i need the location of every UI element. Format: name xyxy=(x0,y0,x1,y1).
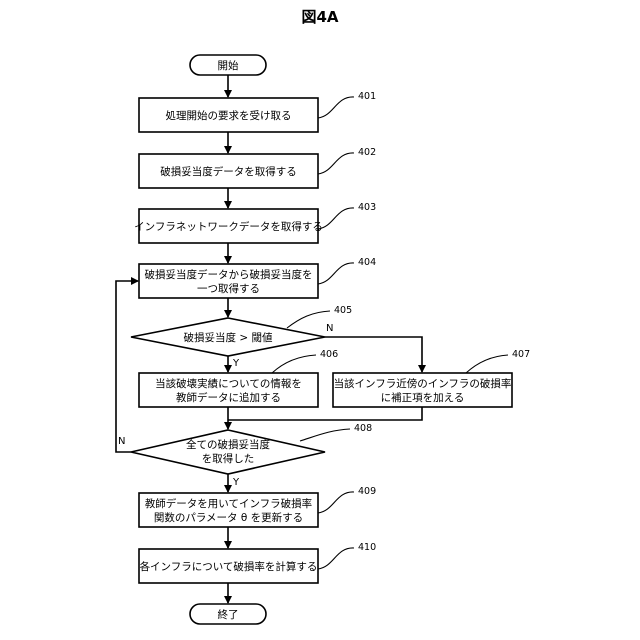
arrow-407-merge xyxy=(228,407,422,420)
leader-405 xyxy=(287,311,330,328)
step-403: インフラネットワークデータを取得する xyxy=(134,209,323,243)
ref-402: 402 xyxy=(358,147,376,158)
step-407: 当該インフラ近傍のインフラの破損率 に補正項を加える xyxy=(333,373,512,407)
step-409: 教師データを用いてインフラ破損率 関数のパラメータ θ を更新する xyxy=(139,493,318,527)
decision-408: 全ての破損妥当度 を取得した xyxy=(131,430,325,474)
step-401-text: 処理開始の要求を受け取る xyxy=(166,109,292,122)
ref-407: 407 xyxy=(512,349,530,360)
ref-401: 401 xyxy=(358,91,376,102)
step-407-text-line1: 当該インフラ近傍のインフラの破損率 xyxy=(334,377,512,390)
decision-408-yes-label: Y xyxy=(232,477,240,488)
step-404-text-line1: 破損妥当度データから破損妥当度を xyxy=(145,268,313,281)
arrow-405-407-no xyxy=(325,337,422,372)
arrow-408-404-loop-no xyxy=(116,281,138,452)
leader-403 xyxy=(318,208,354,229)
ref-409: 409 xyxy=(358,486,376,497)
decision-408-text-line1: 全ての破損妥当度 xyxy=(186,438,270,451)
step-404: 破損妥当度データから破損妥当度を 一つ取得する xyxy=(139,264,318,298)
ref-403: 403 xyxy=(358,202,376,213)
figure-title: 図4A xyxy=(301,8,338,26)
step-406-text-line1: 当該破壊実績についての情報を xyxy=(155,377,302,390)
step-410-text: 各インフラについて破損率を計算する xyxy=(140,560,318,573)
decision-408-no-label: N xyxy=(118,436,125,447)
step-402-text: 破損妥当度データを取得する xyxy=(160,165,297,178)
leader-408 xyxy=(300,429,350,441)
decision-405-yes-label: Y xyxy=(232,358,240,369)
ref-406: 406 xyxy=(320,349,338,360)
leader-409 xyxy=(318,492,354,513)
decision-408-text-line2: を取得した xyxy=(202,453,255,465)
step-409-text-line2: 関数のパラメータ θ を更新する xyxy=(154,511,303,524)
step-403-text: インフラネットワークデータを取得する xyxy=(134,220,323,233)
end-terminator: 終了 xyxy=(190,604,266,624)
step-402: 破損妥当度データを取得する xyxy=(139,154,318,188)
ref-408: 408 xyxy=(354,423,372,434)
decision-405: 破損妥当度 > 閾値 xyxy=(131,318,325,356)
step-407-text-line2: に補正項を加える xyxy=(381,391,465,404)
leader-410 xyxy=(318,548,354,569)
ref-404: 404 xyxy=(358,257,376,268)
leader-402 xyxy=(318,153,354,174)
leader-407 xyxy=(466,355,508,373)
step-406: 当該破壊実績についての情報を 教師データに追加する xyxy=(139,373,318,407)
ref-405: 405 xyxy=(334,305,352,316)
start-label: 開始 xyxy=(218,59,239,72)
leader-401 xyxy=(318,97,354,118)
decision-405-text: 破損妥当度 > 閾値 xyxy=(184,331,273,344)
leader-406 xyxy=(272,355,316,373)
ref-410: 410 xyxy=(358,542,376,553)
step-409-text-line1: 教師データを用いてインフラ破損率 xyxy=(145,497,312,510)
leader-404 xyxy=(318,263,354,284)
start-terminator: 開始 xyxy=(190,55,266,75)
decision-405-no-label: N xyxy=(326,323,333,334)
step-404-text-line2: 一つ取得する xyxy=(197,283,260,295)
step-406-text-line2: 教師データに追加する xyxy=(176,391,281,404)
end-label: 終了 xyxy=(218,608,239,621)
step-410: 各インフラについて破損率を計算する xyxy=(139,549,318,583)
step-401: 処理開始の要求を受け取る xyxy=(139,98,318,132)
